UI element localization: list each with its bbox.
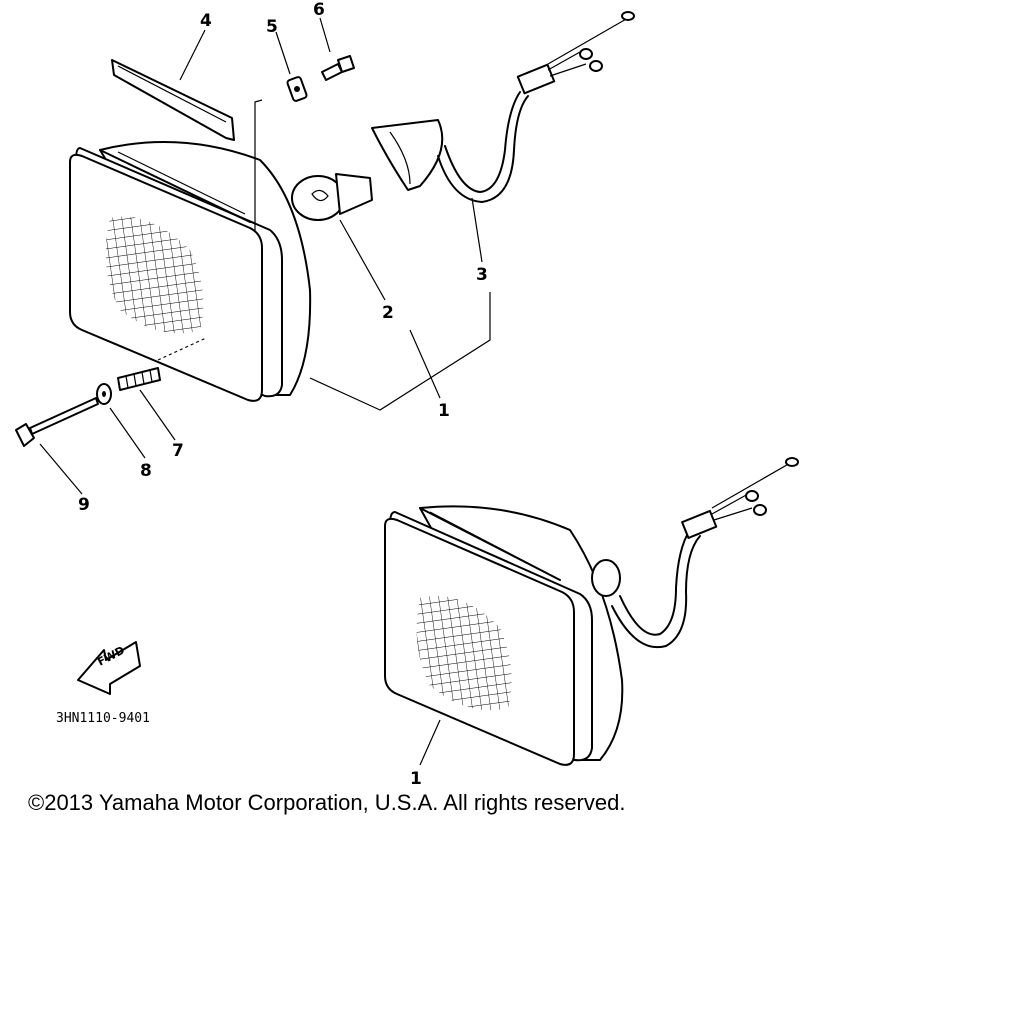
- adjusting-screw: [117, 367, 161, 391]
- callout-1-top: 1: [438, 401, 450, 421]
- callout-8: 8: [140, 461, 152, 481]
- nut-plate: [286, 76, 308, 102]
- screw-small: [321, 55, 355, 81]
- visor-trim: [111, 59, 235, 141]
- diagram-code: 3HN1110-9401: [56, 711, 150, 726]
- callout-1-bottom: 1: [410, 769, 422, 789]
- callout-2: 2: [382, 303, 394, 323]
- copyright-notice: ©2013 Yamaha Motor Corporation, U.S.A. A…: [28, 790, 625, 815]
- headlight-assembly-exploded: [69, 141, 312, 402]
- callout-7: 7: [172, 441, 184, 461]
- callout-9: 9: [78, 495, 90, 515]
- callout-5: 5: [266, 17, 278, 37]
- bulb: [291, 173, 373, 221]
- fwd-arrow-icon: FWD: [77, 641, 141, 695]
- bolt: [15, 397, 99, 447]
- headlight-assembly-complete: [384, 457, 799, 766]
- leader-lines: [39, 17, 491, 495]
- callout-6: 6: [313, 0, 325, 20]
- washer: [96, 383, 112, 405]
- callout-4: 4: [200, 11, 212, 31]
- callouts: 4 5 6 2 3 1 7 8 9 1: [78, 0, 488, 789]
- socket-cord: [371, 11, 635, 203]
- callout-3: 3: [476, 265, 488, 285]
